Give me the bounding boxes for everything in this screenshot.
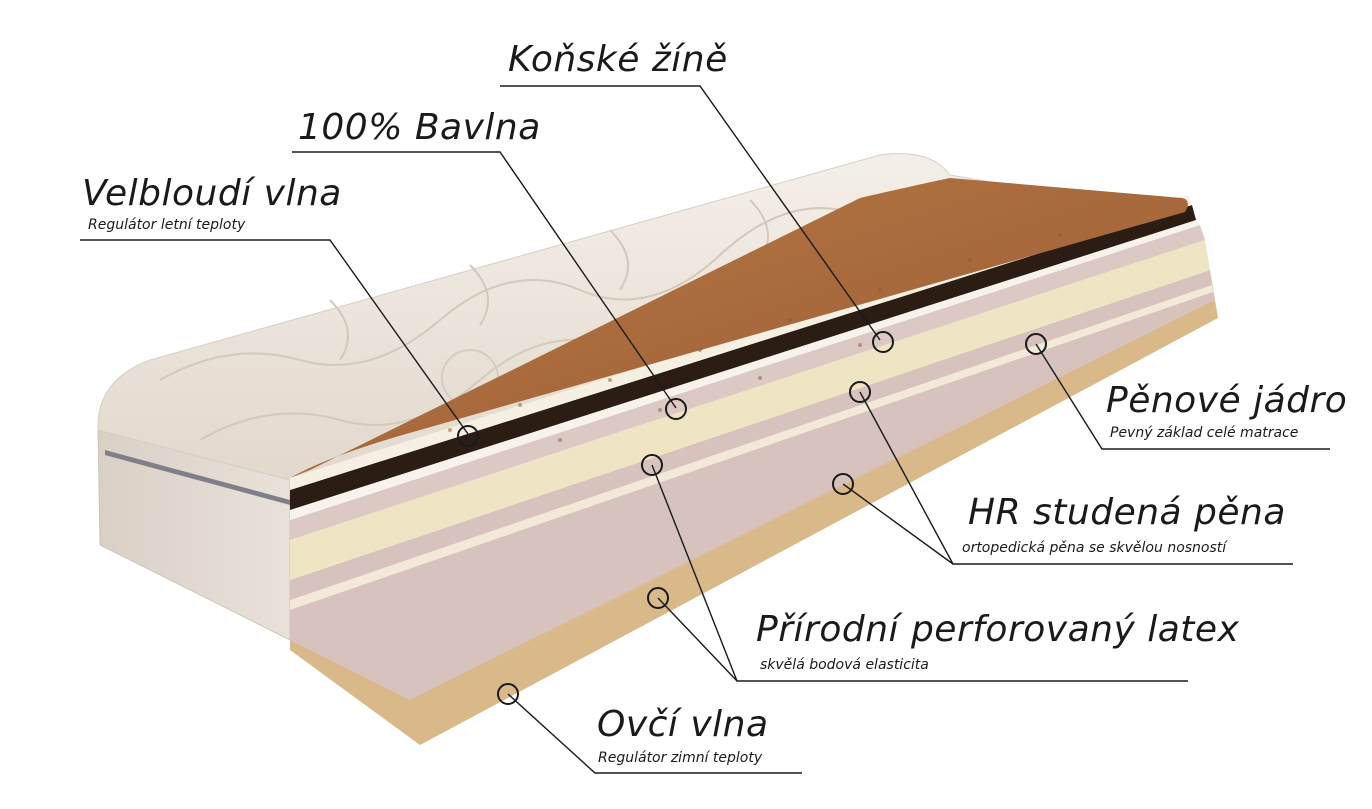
marker-konske: [872, 331, 894, 353]
marker-velbloudi: [457, 425, 479, 447]
marker-penove: [1025, 333, 1047, 355]
marker-hr-1: [849, 381, 871, 403]
leader-ovci: [507, 693, 802, 774]
leader-lines: [80, 85, 1330, 774]
layer-hr-foam: [290, 225, 1205, 540]
label-velbloudi-title: Velbloudí vlna: [82, 173, 342, 214]
layer-konske-zine: [290, 205, 1196, 510]
leader-hr-2: [842, 483, 954, 565]
label-ovci-subtitle: Regulátor zimní teploty: [598, 750, 763, 766]
label-velbloudi-subtitle: Regulátor letní teploty: [88, 217, 246, 233]
label-latex-subtitle: skvělá bodová elasticita: [760, 657, 929, 673]
label-bavlna-title: 100% Bavlna: [298, 107, 541, 148]
marker-latex-1: [641, 454, 663, 476]
layer-foam-base: [290, 270, 1215, 700]
label-hr-title: HR studená pěna: [968, 492, 1286, 533]
leader-bavlna: [292, 151, 677, 409]
mattress-illustration: [97, 153, 1218, 745]
coconut-texture: [448, 233, 1062, 442]
label-penove-title: Pěnové jádro: [1106, 380, 1348, 421]
label-penove-subtitle: Pevný základ celé matrace: [1110, 425, 1299, 441]
leader-velbloudi: [80, 239, 469, 435]
callout-markers: [457, 331, 1047, 705]
label-ovci-title: Ovčí vlna: [597, 704, 769, 745]
zipper-strip: [105, 450, 290, 505]
marker-latex-2: [647, 587, 669, 609]
label-konske-title: Koňské žíně: [508, 39, 728, 80]
label-hr-subtitle: ortopedická pěna se skvělou nosností: [962, 540, 1227, 556]
leader-penove: [1035, 343, 1330, 450]
marker-hr-2: [832, 473, 854, 495]
marker-bavlna: [665, 398, 687, 420]
leader-konske: [500, 85, 881, 341]
label-latex-title: Přírodní perforovaný latex: [756, 609, 1240, 650]
leader-latex-2: [657, 597, 738, 682]
marker-ovci: [497, 683, 519, 705]
layer-latex-stripe: [290, 285, 1213, 610]
layer-cream-foam: [290, 240, 1210, 580]
layer-velbloudi-vlna: [290, 178, 1188, 478]
